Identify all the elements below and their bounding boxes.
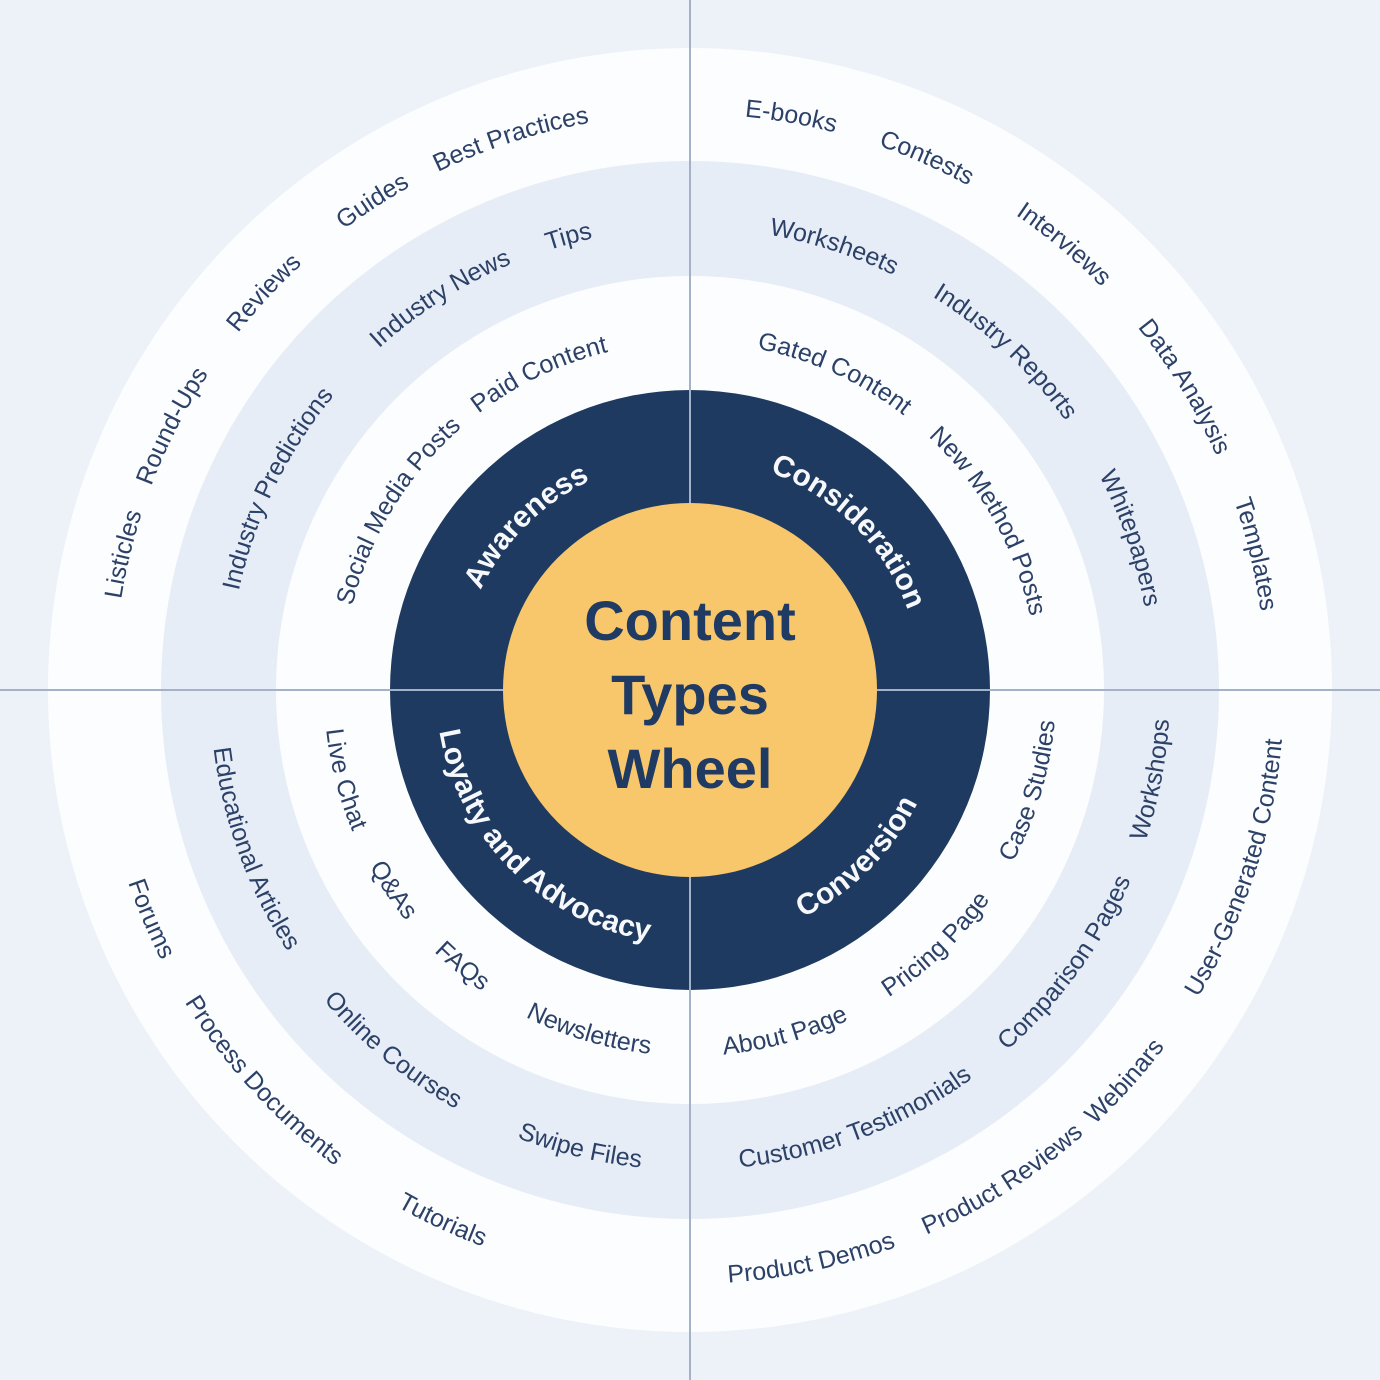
center-title: Content Types Wheel bbox=[584, 589, 796, 800]
center-title-line-2: Types bbox=[611, 663, 769, 726]
center-title-line-1: Content bbox=[584, 589, 796, 652]
center-circle bbox=[503, 503, 877, 877]
center-title-line-3: Wheel bbox=[608, 737, 773, 800]
